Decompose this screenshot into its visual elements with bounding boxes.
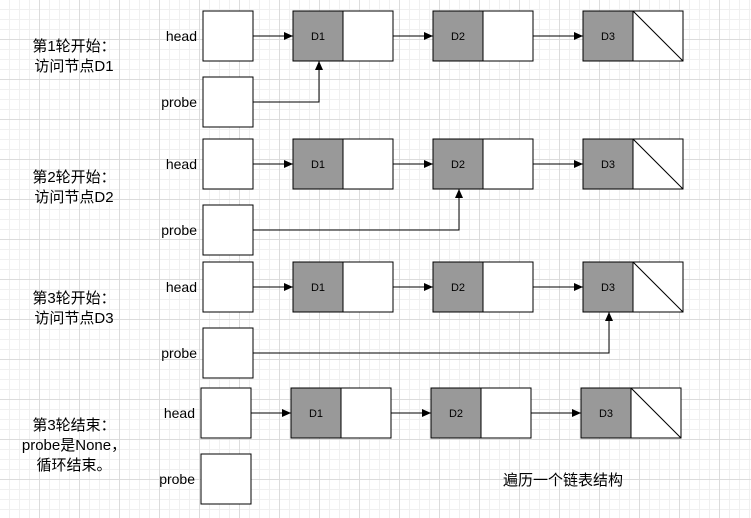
round-caption-line: 循环结束。 bbox=[36, 457, 111, 474]
list-node-d3: D3 bbox=[582, 138, 684, 190]
node-label: D3 bbox=[601, 159, 615, 171]
round-caption-line: 访问节点D3 bbox=[34, 310, 113, 327]
node-label: D2 bbox=[451, 282, 465, 294]
node-next-cell bbox=[482, 10, 534, 62]
footer-caption: 遍历一个链表结构 bbox=[503, 472, 623, 489]
probe-label: probe bbox=[159, 471, 195, 487]
node-next-cell bbox=[340, 387, 392, 439]
list-node-d2: D2 bbox=[432, 10, 583, 62]
head-pointer-box bbox=[202, 10, 254, 62]
head-pointer-box bbox=[202, 138, 254, 190]
node-data-cell bbox=[432, 10, 484, 62]
node-label: D1 bbox=[311, 159, 325, 171]
node-label: D3 bbox=[601, 282, 615, 294]
node-data-cell bbox=[432, 138, 484, 190]
head-pointer-box bbox=[202, 261, 254, 313]
head-label: head bbox=[164, 405, 195, 421]
round-3: 第3轮开始： 访问节点D3 head probe D1 D2 D3 bbox=[32, 261, 684, 379]
node-label: D1 bbox=[311, 282, 325, 294]
head-label: head bbox=[166, 28, 197, 44]
probe-label: probe bbox=[161, 345, 197, 361]
probe-pointer-box bbox=[200, 453, 252, 505]
round-caption-line: 第1轮开始： bbox=[32, 37, 115, 55]
node-data-cell bbox=[432, 261, 484, 313]
probe-pointer-box bbox=[202, 76, 254, 128]
head-label: head bbox=[166, 279, 197, 295]
round-caption-line: 访问节点D1 bbox=[34, 58, 113, 75]
node-data-cell bbox=[582, 10, 634, 62]
node-data-cell bbox=[292, 138, 344, 190]
node-data-cell bbox=[290, 387, 342, 439]
node-next-cell bbox=[342, 261, 394, 313]
node-next-cell bbox=[342, 10, 394, 62]
probe-pointer-box bbox=[202, 204, 254, 256]
round-caption-line: probe是None， bbox=[22, 437, 126, 454]
node-next-cell bbox=[482, 261, 534, 313]
null-pointer-slash bbox=[632, 138, 684, 190]
list-node-d2: D2 bbox=[432, 138, 583, 190]
list-node-d1: D1 bbox=[290, 387, 431, 439]
probe-arrow bbox=[253, 189, 463, 231]
node-data-cell bbox=[292, 261, 344, 313]
null-pointer-slash bbox=[632, 261, 684, 313]
round-4: 第3轮结束： probe是None， 循环结束。 head probe D1 D2 D3 bbox=[22, 387, 682, 505]
round-caption-line: 第2轮开始： bbox=[32, 168, 115, 186]
round-caption-line: 第3轮开始： bbox=[32, 289, 115, 307]
probe-pointer-box bbox=[202, 327, 254, 379]
list-node-d1: D1 bbox=[292, 261, 433, 313]
list-node-d3: D3 bbox=[582, 261, 684, 313]
list-node-d2: D2 bbox=[432, 261, 583, 313]
node-label: D2 bbox=[451, 159, 465, 171]
probe-arrow bbox=[253, 61, 323, 103]
null-pointer-slash bbox=[630, 387, 682, 439]
node-next-cell bbox=[480, 387, 532, 439]
node-data-cell bbox=[430, 387, 482, 439]
node-data-cell bbox=[580, 387, 632, 439]
null-pointer-slash bbox=[632, 10, 684, 62]
list-node-d1: D1 bbox=[292, 10, 433, 62]
node-label: D1 bbox=[309, 408, 323, 420]
node-label: D3 bbox=[599, 408, 613, 420]
probe-label: probe bbox=[161, 222, 197, 238]
node-next-cell bbox=[482, 138, 534, 190]
round-caption-line: 访问节点D2 bbox=[34, 189, 113, 206]
node-next-cell bbox=[342, 138, 394, 190]
list-node-d3: D3 bbox=[582, 10, 684, 62]
list-node-d3: D3 bbox=[580, 387, 682, 439]
list-node-d1: D1 bbox=[292, 138, 433, 190]
probe-arrow bbox=[253, 312, 613, 354]
head-label: head bbox=[166, 156, 197, 172]
node-label: D1 bbox=[311, 31, 325, 43]
node-label: D2 bbox=[449, 408, 463, 420]
round-1: 第1轮开始： 访问节点D1 head probe D1 D2 D3 bbox=[32, 10, 684, 128]
node-data-cell bbox=[582, 261, 634, 313]
round-2: 第2轮开始： 访问节点D2 head probe D1 D2 D3 bbox=[32, 138, 684, 256]
probe-label: probe bbox=[161, 94, 197, 110]
node-label: D3 bbox=[601, 31, 615, 43]
node-label: D2 bbox=[451, 31, 465, 43]
list-node-d2: D2 bbox=[430, 387, 581, 439]
head-pointer-box bbox=[200, 387, 252, 439]
round-caption-line: 第3轮结束： bbox=[32, 416, 115, 434]
